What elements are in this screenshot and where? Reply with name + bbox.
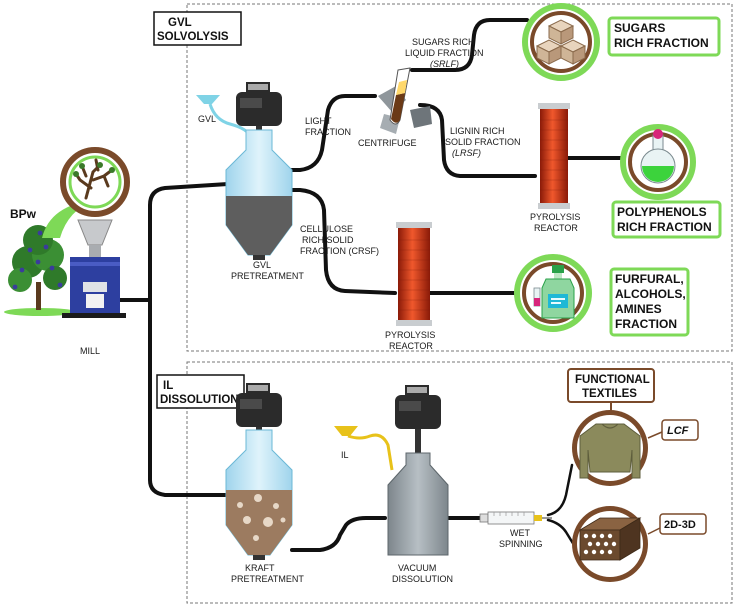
kraft-label-2: PRETREATMENT: [231, 574, 304, 584]
flow-to-pyro1: [418, 103, 537, 178]
furfural-output-box: FURFURAL, ALCOHOLS, AMINES FRACTION: [609, 267, 690, 337]
gvl-section-frame: [186, 3, 733, 352]
kraft-label-1: KRAFT: [245, 563, 275, 573]
light-fraction-label-2: FRACTION: [305, 127, 351, 137]
il-solvent-label: IL: [341, 450, 349, 460]
mesh-3d-circle: [572, 506, 648, 582]
svg-text:LCF: LCF: [667, 425, 689, 437]
gvl-vessel-label-2: PRETREATMENT: [231, 271, 304, 281]
svg-text:SOLVOLYSIS: SOLVOLYSIS: [157, 31, 229, 43]
furfural-bottle-circle: [514, 254, 592, 332]
svg-text:2D-3D: 2D-3D: [664, 519, 696, 531]
pyrolysis-reactor-1: [538, 103, 570, 209]
lcf-label-box: LCF: [661, 419, 699, 441]
crsf-label-1: CELLULOSE: [300, 224, 353, 234]
flow-kraft-to-vacuum: [290, 516, 387, 552]
pyrolysis-reactor-2: [396, 222, 432, 326]
gvl-solvent-label: GVL: [198, 114, 216, 124]
flow-to-srlf-circle: [410, 18, 529, 72]
vacuum-label-1: VACUUM: [398, 563, 436, 573]
srlf-label-1: SUGARS RICH: [412, 37, 475, 47]
tree-icon: [4, 225, 76, 316]
sweater-icon: [579, 423, 641, 479]
kraft-vessel: [225, 383, 293, 560]
svg-text:DISSOLUTION: DISSOLUTION: [160, 394, 239, 406]
flow-to-kraft: [148, 298, 230, 497]
svg-text:POLYPHENOLS: POLYPHENOLS: [617, 205, 707, 219]
lrsf-label-3: (LRSF): [452, 148, 481, 158]
sugars-output-box: SUGARS RICH FRACTION: [607, 16, 721, 57]
il-section-title: IL DISSOLUTION: [156, 374, 245, 409]
centrifuge-label: CENTRIFUGE: [358, 138, 417, 148]
flow-to-gvl: [148, 182, 230, 302]
pyrolysis-2-label-2: REACTOR: [389, 341, 433, 351]
srlf-label-3: (SRLF): [430, 59, 459, 69]
gvl-vessel-label-1: GVL: [253, 260, 271, 270]
svg-text:GVL: GVL: [168, 17, 192, 29]
svg-text:TEXTILES: TEXTILES: [582, 388, 637, 400]
flow-spin-split-down: [546, 518, 576, 547]
light-fraction-label-1: LIGHT: [305, 116, 332, 126]
svg-text:RICH FRACTION: RICH FRACTION: [617, 220, 712, 234]
sugar-cubes-circle: [522, 3, 600, 81]
vacuum-label-2: DISSOLUTION: [392, 574, 453, 584]
svg-text:SUGARS: SUGARS: [614, 21, 665, 35]
crsf-label-3: FRACTION (CRSF): [300, 246, 379, 256]
2d3d-label-box: 2D-3D: [659, 513, 707, 535]
svg-text:ALCOHOLS,: ALCOHOLS,: [615, 287, 686, 301]
pyrolysis-2-label-1: PYROLYSIS: [385, 330, 435, 340]
mill-label: MILL: [80, 346, 100, 356]
pyrolysis-1-label-2: REACTOR: [534, 223, 578, 233]
polyphenols-flask-circle: [620, 124, 696, 200]
wet-spinning-label-1: WET: [510, 528, 530, 538]
gvl-section-title: GVL SOLVOLYSIS: [153, 11, 242, 46]
bpw-biomass-circle: [60, 147, 130, 217]
functional-textiles-box: FUNCTIONAL TEXTILES: [567, 368, 655, 403]
syringe-icon: [479, 511, 552, 525]
2d3d-connector: [647, 527, 661, 535]
sugar-cubes-icon: [535, 19, 587, 65]
crsf-label-2: RICH SOLID: [302, 235, 354, 245]
svg-text:IL: IL: [163, 380, 173, 392]
wet-spinning-label-2: SPINNING: [499, 539, 543, 549]
srlf-label-2: LIQUID FRACTION: [405, 48, 484, 58]
flow-to-crsf: [290, 188, 397, 295]
feed-swoosh: [42, 200, 95, 238]
gvl-vessel: [225, 82, 293, 260]
svg-text:RICH FRACTION: RICH FRACTION: [614, 36, 709, 50]
flow-light-fraction: [290, 94, 377, 172]
bottle-icon: [533, 265, 575, 319]
feed-label: BPw: [10, 207, 37, 221]
vacuum-vessel: [387, 385, 449, 556]
mesh-holes: [583, 533, 617, 555]
flask-icon: [640, 129, 676, 184]
flow-spin-split-up: [546, 463, 574, 517]
mill-icon: [62, 219, 126, 318]
il-funnel-icon: [334, 426, 394, 471]
svg-text:FRACTION: FRACTION: [615, 317, 677, 331]
svg-text:FURFURAL,: FURFURAL,: [615, 272, 684, 286]
centrifuge-icon: [378, 67, 432, 134]
lrsf-label-2: SOLID FRACTION: [445, 137, 521, 147]
pyrolysis-1-label-1: PYROLYSIS: [530, 212, 580, 222]
svg-text:FUNCTIONAL: FUNCTIONAL: [575, 374, 650, 386]
lcf-sweater-circle: [572, 410, 648, 486]
polyphenols-output-box: POLYPHENOLS RICH FRACTION: [611, 200, 722, 239]
lrsf-label-1: LIGNIN RICH: [450, 126, 505, 136]
il-section-frame: [186, 361, 733, 604]
lcf-connector: [647, 431, 663, 439]
svg-text:AMINES: AMINES: [615, 302, 662, 316]
